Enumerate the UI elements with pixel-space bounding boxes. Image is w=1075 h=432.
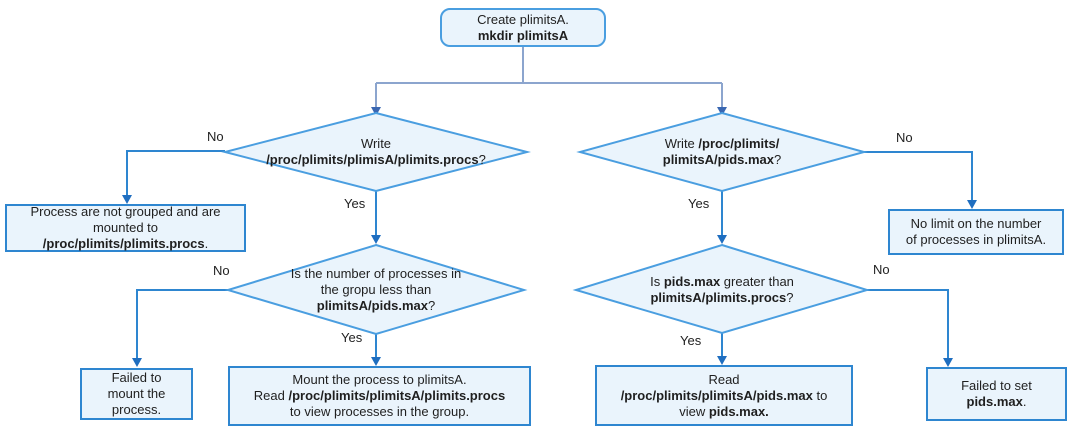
edge-label-yes-pidsmax-greater: Yes xyxy=(680,333,702,348)
edge-label-yes-count-less: Yes xyxy=(341,330,363,345)
edge-label-yes-write-procs: Yes xyxy=(344,196,366,211)
connector-greater-no xyxy=(867,289,949,359)
arrowhead-count-no xyxy=(132,358,142,367)
decision-pidsmax-greater xyxy=(572,243,871,335)
decision-count-less xyxy=(224,243,528,336)
start-node-create-plimitsA: Create plimitsA.mkdir plimitsA xyxy=(440,8,606,47)
edge-label-no-pidsmax-greater: No xyxy=(873,262,890,277)
connector-left-no xyxy=(126,150,225,196)
arrowhead-right-decision xyxy=(717,107,727,116)
edge-label-no-write-procs: No xyxy=(207,129,224,144)
edge-label-no-write-pidsmax: No xyxy=(896,130,913,145)
connector-right-no xyxy=(864,151,973,201)
arrowhead-count-yes xyxy=(371,357,381,366)
decision-write-procs xyxy=(221,111,531,193)
arrowhead-greater-yes xyxy=(717,356,727,365)
decision-write-pidsmax xyxy=(576,111,868,193)
arrowhead-right-no xyxy=(967,200,977,209)
outcome-mount-process-box: Mount the process to plimitsA.Read /proc… xyxy=(228,366,531,426)
arrowhead-greater-no xyxy=(943,358,953,367)
arrowhead-right-yes xyxy=(717,235,727,244)
arrowhead-left-no xyxy=(122,195,132,204)
connector-count-no xyxy=(136,289,228,359)
arrowhead-left-decision xyxy=(371,107,381,116)
edge-label-no-count-less: No xyxy=(213,263,230,278)
arrowhead-left-yes xyxy=(371,235,381,244)
edge-label-yes-write-pidsmax: Yes xyxy=(688,196,710,211)
